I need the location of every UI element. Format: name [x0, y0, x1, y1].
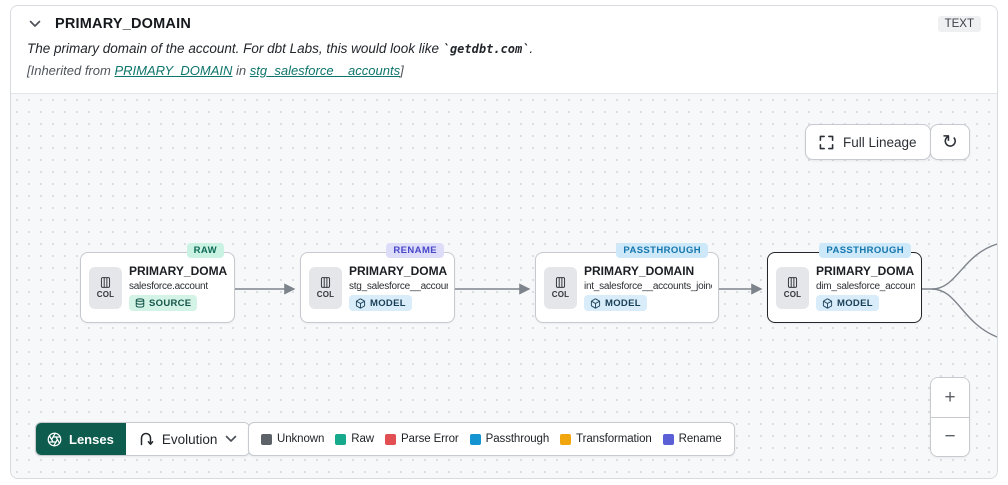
zoom-out-button[interactable]: − — [931, 417, 969, 456]
legend-label: Parse Error — [400, 433, 459, 445]
lenses-control: Lenses Evolution — [35, 422, 251, 456]
legend-label: Rename — [678, 433, 722, 445]
evolution-icon — [140, 432, 154, 446]
resource-type-badge: MODEL — [584, 295, 647, 311]
legend-label: Transformation — [576, 433, 652, 445]
description-code: `getdbt.com` — [442, 42, 530, 56]
inherited-column-link[interactable]: PRIMARY_DOMAIN — [114, 63, 233, 78]
legend-item: Rename — [662, 433, 722, 445]
description-text: The primary domain of the account. For d… — [27, 41, 443, 56]
legend-item: Unknown — [261, 433, 324, 445]
refresh-icon: ↻ — [942, 131, 958, 153]
column-icon — [555, 277, 566, 288]
lineage-node-stg[interactable]: RENAME COL PRIMARY_DOMAIN stg_salesforce… — [300, 243, 455, 323]
node-column-name: PRIMARY_DOMAIN — [816, 264, 915, 278]
description-suffix: . — [529, 41, 534, 56]
refresh-button[interactable]: ↻ — [930, 124, 970, 160]
column-type-chip: COL — [776, 266, 809, 309]
node-model-name: salesforce.account — [129, 281, 208, 292]
node-model-name: stg_salesforce__accounts — [349, 281, 448, 292]
evolution-lens-dropdown[interactable]: Evolution — [125, 423, 250, 455]
resource-type-label: MODEL — [370, 297, 406, 309]
column-type-chip: COL — [544, 266, 577, 309]
legend-item: Passthrough — [469, 433, 550, 445]
legend-label: Unknown — [277, 433, 325, 445]
zoom-in-button[interactable]: + — [931, 378, 969, 417]
full-lineage-button[interactable]: Full Lineage — [805, 124, 931, 160]
cube-icon — [822, 297, 833, 309]
zoom-controls: + − — [930, 377, 970, 457]
node-column-name: PRIMARY_DOMAIN — [584, 264, 695, 278]
column-icon — [320, 277, 331, 288]
legend-item: Parse Error — [384, 433, 459, 445]
cube-icon — [355, 297, 366, 309]
evolution-status-badge: PASSTHROUGH — [819, 243, 911, 258]
evolution-label: Evolution — [161, 431, 218, 447]
column-lineage-panel: PRIMARY_DOMAIN TEXT The primary domain o… — [10, 5, 998, 479]
inherited-from-line: [Inherited from PRIMARY_DOMAIN in stg_sa… — [27, 63, 981, 78]
inherited-middle: in — [232, 63, 250, 78]
evolution-status-badge: RAW — [186, 243, 224, 258]
resource-type-label: MODEL — [837, 297, 873, 309]
column-doc-header: PRIMARY_DOMAIN TEXT The primary domain o… — [11, 6, 997, 78]
lineage-node-dim-selected[interactable]: PASSTHROUGH COL PRIMARY_DOMAIN dim_sales… — [767, 243, 922, 323]
col-chip-label: COL — [316, 290, 335, 299]
resource-type-badge: MODEL — [349, 295, 412, 311]
evolution-legend: Unknown Raw Parse Error Passthrough Tran… — [248, 422, 735, 456]
legend-item: Transformation — [560, 433, 652, 445]
column-icon — [100, 277, 111, 288]
col-chip-label: COL — [96, 290, 115, 299]
lineage-canvas[interactable]: Full Lineage ↻ RAW COL PRIMARY_DOMAIN__C… — [11, 93, 997, 478]
legend-swatch — [261, 433, 272, 445]
column-icon — [787, 277, 798, 288]
legend-label: Raw — [351, 433, 374, 445]
col-chip-label: COL — [551, 290, 570, 299]
legend-swatch — [662, 433, 674, 445]
node-column-name: PRIMARY_DOMAIN__C — [129, 264, 228, 278]
lenses-label: Lenses — [69, 431, 114, 447]
node-model-name: dim_salesforce_accounts — [816, 281, 915, 292]
lineage-node-source[interactable]: RAW COL PRIMARY_DOMAIN__C salesforce.acc… — [80, 243, 235, 323]
database-icon — [135, 298, 145, 308]
lenses-button[interactable]: Lenses — [36, 423, 126, 455]
evolution-status-badge: PASSTHROUGH — [616, 243, 708, 258]
full-lineage-label: Full Lineage — [843, 134, 917, 150]
column-type-chip: COL — [89, 266, 122, 309]
evolution-status-badge: RENAME — [386, 243, 444, 258]
expand-icon — [819, 135, 834, 149]
aperture-icon — [47, 432, 62, 446]
resource-type-badge: MODEL — [816, 295, 879, 311]
inherited-model-link[interactable]: stg_salesforce__accounts — [249, 63, 401, 78]
data-type-badge: TEXT — [937, 16, 981, 32]
inherited-prefix: [Inherited from — [27, 63, 115, 78]
node-model-name: int_salesforce__accounts_joined — [584, 281, 712, 292]
column-type-chip: COL — [309, 266, 342, 309]
chevron-down-icon — [226, 435, 237, 442]
lineage-node-int[interactable]: PASSTHROUGH COL PRIMARY_DOMAIN int_sales… — [535, 243, 719, 323]
legend-swatch — [335, 433, 347, 445]
resource-type-label: SOURCE — [149, 297, 192, 309]
column-description: The primary domain of the account. For d… — [27, 41, 981, 56]
inherited-suffix: ] — [400, 63, 404, 78]
page-title: PRIMARY_DOMAIN — [55, 16, 191, 32]
col-chip-label: COL — [783, 290, 802, 299]
legend-swatch — [469, 433, 481, 445]
legend-label: Passthrough — [485, 433, 550, 445]
resource-type-label: MODEL — [605, 297, 641, 309]
legend-swatch — [384, 433, 396, 445]
node-column-name: PRIMARY_DOMAIN — [349, 264, 448, 278]
collapse-chevron-icon[interactable] — [27, 18, 43, 30]
legend-swatch — [560, 433, 572, 445]
resource-type-badge: SOURCE — [129, 295, 198, 311]
legend-item: Raw — [335, 433, 374, 445]
cube-icon — [590, 297, 601, 309]
